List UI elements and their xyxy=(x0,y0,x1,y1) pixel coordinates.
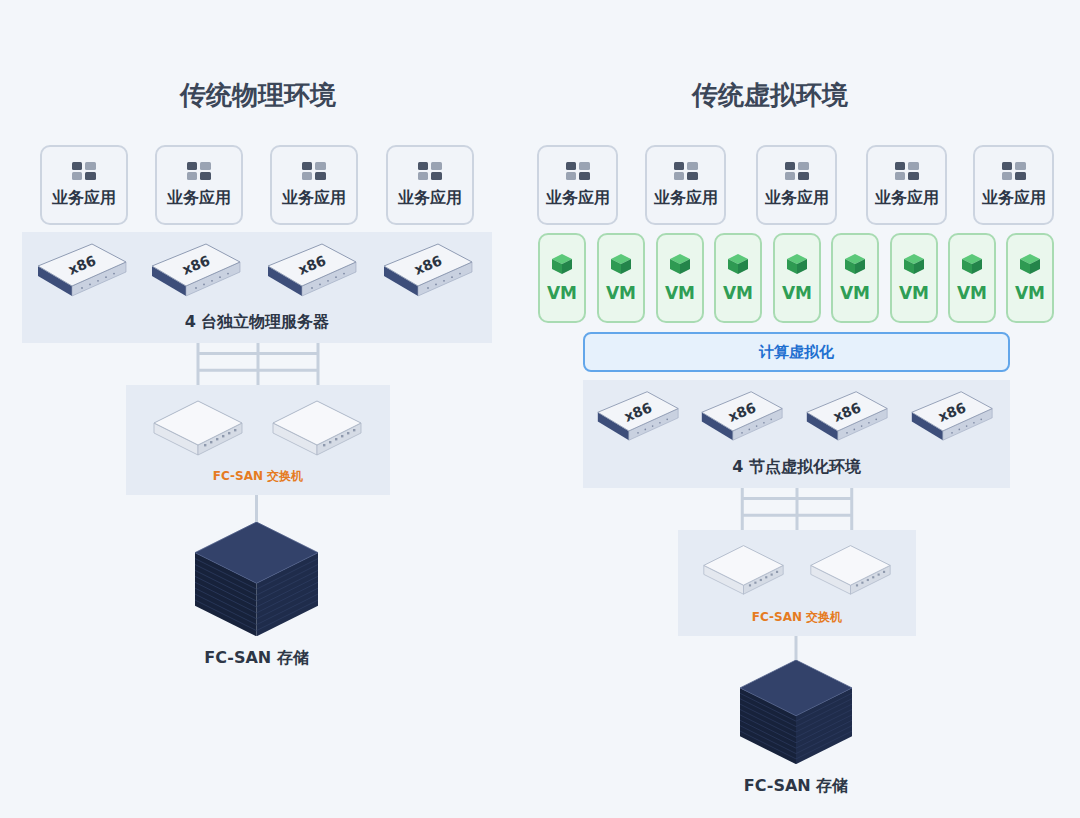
vm-node: VM xyxy=(597,233,645,323)
connector xyxy=(255,495,258,522)
vm-node: VM xyxy=(890,233,938,323)
vm-cube-icon xyxy=(961,253,983,275)
band-node: 4 台独立物理服务器 x86 x86 x86 x86 xyxy=(22,232,492,343)
connector xyxy=(198,343,318,385)
vm-label: VM xyxy=(782,283,812,303)
switch-shape xyxy=(152,397,244,457)
app-icon xyxy=(566,162,590,180)
app-node: 业务应用 xyxy=(155,145,243,225)
app-node: 业务应用 xyxy=(386,145,474,225)
server-node: x86 xyxy=(910,388,994,444)
app-label: 业务应用 xyxy=(765,188,829,209)
server-node: x86 xyxy=(266,240,358,300)
server-node: x86 xyxy=(596,388,680,444)
vm-node: VM xyxy=(714,233,762,323)
virtualization-label: 计算虚拟化 xyxy=(759,343,834,362)
vm-cube-icon xyxy=(669,253,691,275)
band-label: 4 台独立物理服务器 xyxy=(22,312,492,333)
server-node: x86 xyxy=(805,388,889,444)
virt-node: 计算虚拟化 xyxy=(583,332,1010,372)
vm-cube-icon xyxy=(844,253,866,275)
app-label: 业务应用 xyxy=(654,188,718,209)
switch-label: FC-SAN 交换机 xyxy=(678,609,916,626)
vm-label: VM xyxy=(1015,283,1045,303)
server-node: x86 xyxy=(700,388,784,444)
app-label: 业务应用 xyxy=(982,188,1046,209)
app-node: 业务应用 xyxy=(973,145,1054,225)
app-icon xyxy=(72,162,96,180)
app-label: 业务应用 xyxy=(546,188,610,209)
storage-label: FC-SAN 存储 xyxy=(204,648,309,669)
app-icon xyxy=(1002,162,1026,180)
storage-cube xyxy=(740,660,852,764)
app-label: 业务应用 xyxy=(875,188,939,209)
app-icon xyxy=(418,162,442,180)
app-label: 业务应用 xyxy=(52,188,116,209)
vm-node: VM xyxy=(656,233,704,323)
app-node: 业务应用 xyxy=(866,145,947,225)
vm-label: VM xyxy=(723,283,753,303)
band-label: 4 节点虚拟化环境 xyxy=(583,457,1010,478)
vm-label: VM xyxy=(547,283,577,303)
vm-cube-icon xyxy=(610,253,632,275)
switch-label: FC-SAN 交换机 xyxy=(126,468,390,485)
vm-node: VM xyxy=(831,233,879,323)
server-node: x86 xyxy=(150,240,242,300)
connector xyxy=(795,636,798,660)
switch-shape xyxy=(702,542,785,596)
swband-node: FC-SAN 交换机 xyxy=(126,385,390,495)
storage-node: FC-SAN 存储 xyxy=(740,660,852,808)
vm-node: VM xyxy=(1006,233,1054,323)
swband-node: FC-SAN 交换机 xyxy=(678,530,916,636)
vm-label: VM xyxy=(606,283,636,303)
vm-label: VM xyxy=(665,283,695,303)
vm-cube-icon xyxy=(903,253,925,275)
column-title: 传统物理环境 xyxy=(180,78,336,113)
storage-label: FC-SAN 存储 xyxy=(744,776,849,797)
vm-cube-icon xyxy=(551,253,573,275)
switch-shape xyxy=(271,397,363,457)
app-icon xyxy=(302,162,326,180)
connector xyxy=(742,488,851,530)
column-title: 传统虚拟环境 xyxy=(692,78,848,113)
vm-node: VM xyxy=(773,233,821,323)
band-node: 4 节点虚拟化环境 x86 x86 x86 x86 xyxy=(583,380,1010,488)
vm-cube-icon xyxy=(1019,253,1041,275)
server-node: x86 xyxy=(382,240,474,300)
server-node: x86 xyxy=(36,240,128,300)
switch-shape xyxy=(809,542,892,596)
app-node: 业务应用 xyxy=(645,145,726,225)
app-node: 业务应用 xyxy=(270,145,358,225)
app-node: 业务应用 xyxy=(40,145,128,225)
app-label: 业务应用 xyxy=(167,188,231,209)
app-icon xyxy=(895,162,919,180)
app-icon xyxy=(187,162,211,180)
vm-label: VM xyxy=(899,283,929,303)
app-label: 业务应用 xyxy=(398,188,462,209)
vm-cube-icon xyxy=(727,253,749,275)
app-label: 业务应用 xyxy=(282,188,346,209)
storage-cube xyxy=(195,522,318,636)
app-icon xyxy=(785,162,809,180)
app-node: 业务应用 xyxy=(756,145,837,225)
vm-label: VM xyxy=(957,283,987,303)
vm-label: VM xyxy=(840,283,870,303)
storage-node: FC-SAN 存储 xyxy=(195,522,318,672)
app-node: 业务应用 xyxy=(537,145,618,225)
vm-cube-icon xyxy=(786,253,808,275)
app-icon xyxy=(674,162,698,180)
vm-node: VM xyxy=(538,233,586,323)
vm-node: VM xyxy=(948,233,996,323)
